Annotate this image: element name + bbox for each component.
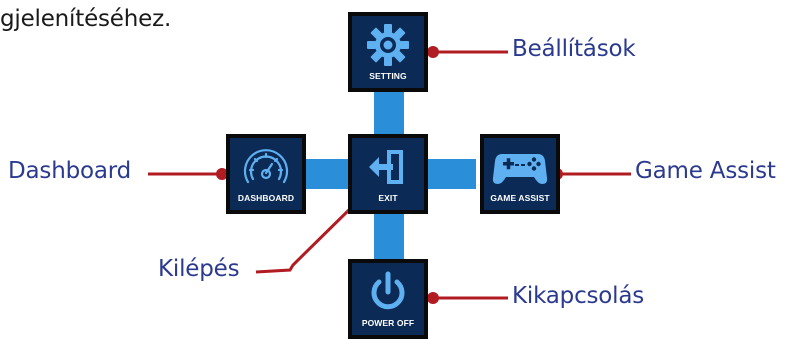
power-off-caption: POWER OFF — [361, 318, 415, 328]
label-game-assist: Game Assist — [635, 158, 776, 184]
gear-icon — [367, 24, 409, 66]
label-setting: Beállítások — [512, 36, 636, 62]
callout-dot-dashboard — [216, 168, 228, 180]
power-icon — [371, 271, 405, 310]
dashboard-tile[interactable]: DASHBOARD — [226, 134, 306, 214]
power-off-tile[interactable]: POWER OFF — [348, 259, 428, 339]
callout-dot-power-off — [427, 292, 439, 304]
exit-tile[interactable]: EXIT — [348, 134, 428, 214]
intro-text: gjelenítéséhez. — [0, 6, 172, 32]
dashboard-caption: DASHBOARD — [237, 193, 295, 203]
label-dashboard: Dashboard — [8, 158, 131, 184]
exit-icon — [369, 150, 403, 184]
connector-vertical-bottom — [374, 208, 404, 268]
callout-line-exit — [255, 201, 358, 274]
label-power-off: Kikapcsolás — [512, 283, 645, 309]
setting-caption: SETTING — [369, 71, 407, 81]
game-assist-tile[interactable]: GAME ASSIST — [480, 134, 560, 214]
label-exit: Kilépés — [158, 256, 240, 282]
exit-caption: EXIT — [378, 193, 398, 203]
game-assist-caption: GAME ASSIST — [490, 193, 550, 203]
setting-tile[interactable]: SETTING — [348, 12, 428, 92]
gamepad-icon — [492, 154, 548, 184]
callout-dot-setting — [427, 46, 439, 58]
speedometer-icon — [243, 149, 289, 184]
